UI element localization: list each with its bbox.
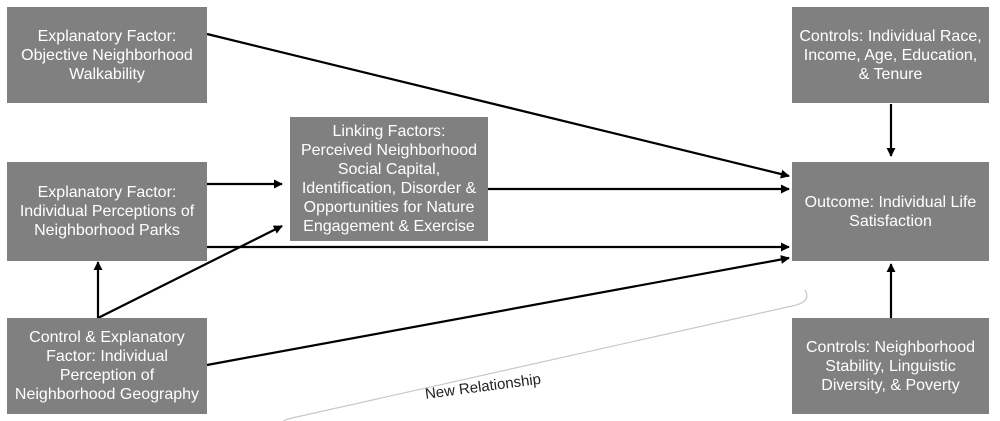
- node-outcome: Outcome: Individual Life Satisfaction: [792, 162, 989, 261]
- node-geography: Control & Explanatory Factor: Individual…: [7, 318, 207, 414]
- node-walkability-text: Explanatory Factor: Objective Neighborho…: [21, 27, 193, 83]
- new-relationship-bracket: [283, 289, 808, 421]
- node-controls-neighborhood: Controls: Neighborhood Stability, Lingui…: [792, 318, 989, 414]
- node-linking: Linking Factors: Perceived Neighborhood …: [290, 117, 488, 241]
- node-geography-text: Control & Explanatory Factor: Individual…: [14, 329, 200, 403]
- node-outcome-text: Outcome: Individual Life Satisfaction: [804, 193, 977, 230]
- arrow-geography-to-linking: [97, 225, 283, 319]
- node-parks-text: Explanatory Factor: Individual Perceptio…: [19, 184, 195, 239]
- node-controls-individual-text: Controls: Individual Race, Income, Age, …: [799, 27, 982, 83]
- node-controls-individual: Controls: Individual Race, Income, Age, …: [792, 7, 989, 103]
- node-walkability: Explanatory Factor: Objective Neighborho…: [7, 7, 207, 103]
- node-controls-neighborhood-text: Controls: Neighborhood Stability, Lingui…: [806, 338, 975, 394]
- arrow-geography-to-outcome: [206, 255, 790, 367]
- arrow-walkability-to-outcome: [206, 32, 790, 179]
- node-parks: Explanatory Factor: Individual Perceptio…: [7, 162, 207, 261]
- node-linking-text: Linking Factors: Perceived Neighborhood …: [300, 123, 478, 235]
